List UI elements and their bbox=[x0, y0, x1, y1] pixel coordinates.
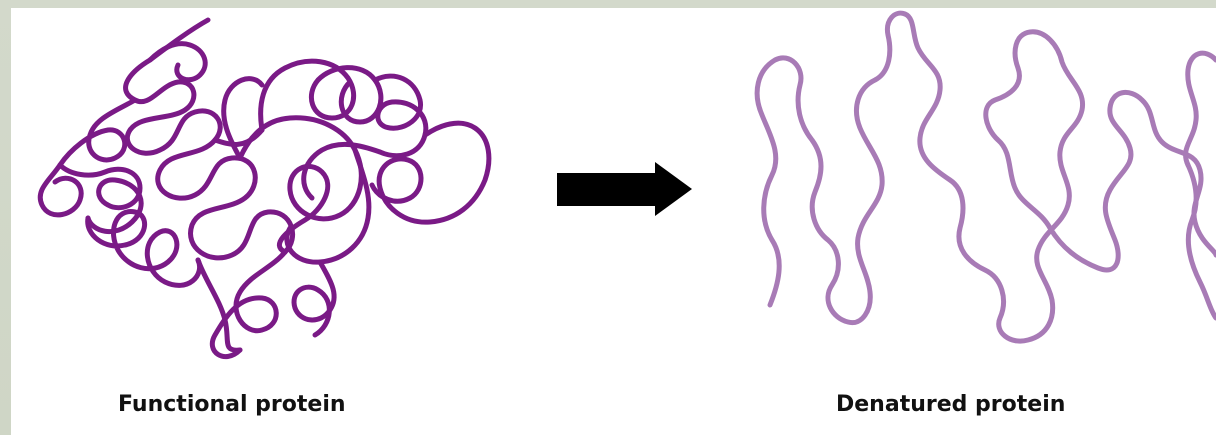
right-arrow-icon bbox=[557, 162, 692, 216]
functional-protein-label: Functional protein bbox=[118, 392, 346, 417]
denatured-protein-label: Denatured protein bbox=[836, 392, 1065, 417]
functional-protein-strand bbox=[40, 20, 489, 357]
denatured-protein-strand bbox=[757, 13, 1216, 341]
